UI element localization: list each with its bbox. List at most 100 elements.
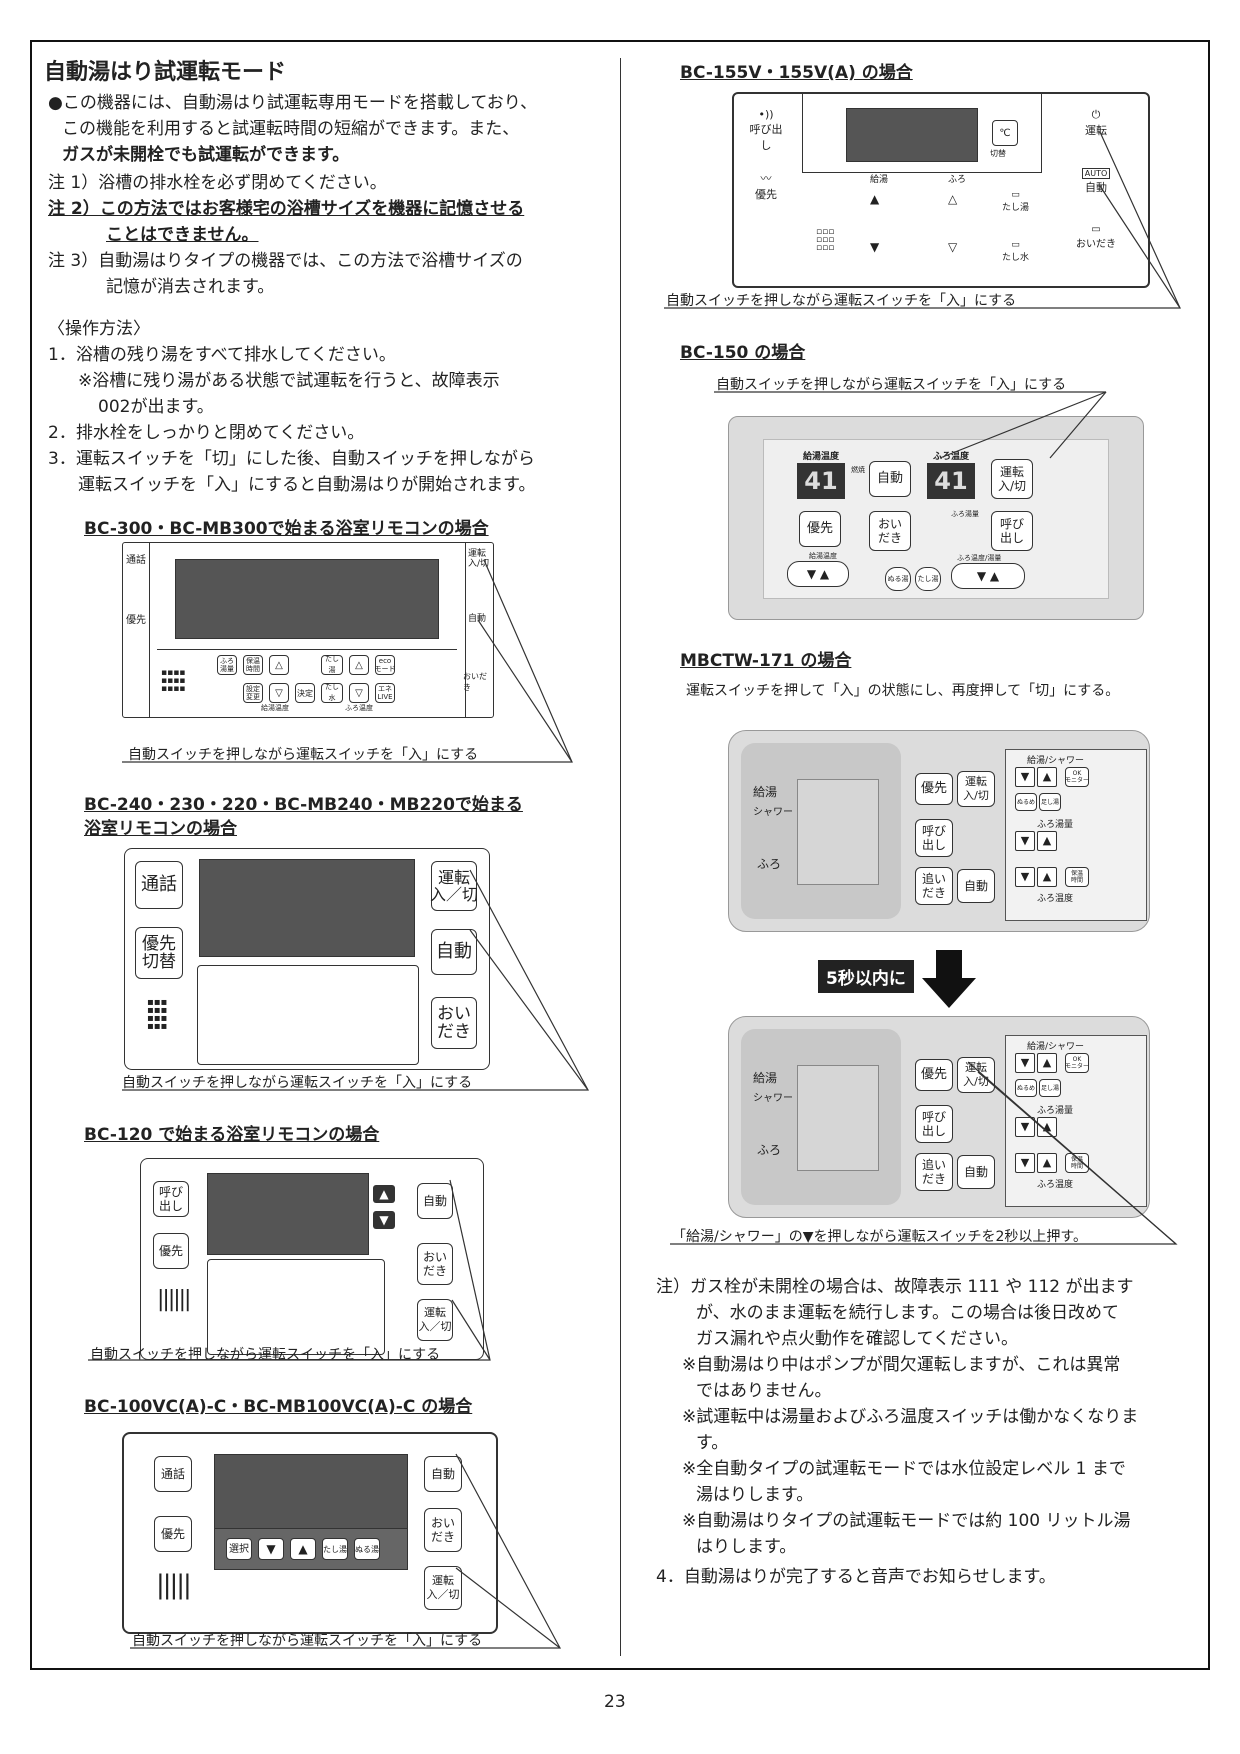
call-button[interactable]: 呼び 出し (915, 1105, 953, 1143)
key-enelive[interactable]: エネ LIVE (375, 683, 395, 703)
priority-button[interactable]: 優先 (915, 773, 953, 805)
furo-up[interactable]: △ (948, 192, 958, 206)
key-tashimizu[interactable]: たし水 (321, 683, 343, 703)
oidaki-button[interactable]: ▭おいだき (1076, 224, 1116, 250)
furo-temp-up-button[interactable]: ▲ (1037, 867, 1057, 887)
key-down[interactable]: ▼ (258, 1538, 284, 1560)
key-select[interactable]: 選択 (226, 1538, 252, 1560)
auto-switch[interactable]: 自動 (468, 614, 487, 624)
kyuto-up-button[interactable]: ▲ (1037, 767, 1057, 787)
furo-down[interactable]: ▽ (948, 240, 958, 254)
furo-temp-up-button[interactable]: ▲ (1037, 1153, 1057, 1173)
auto-switch[interactable]: 自動 (957, 869, 995, 903)
run-switch[interactable]: 運転 入/切 (468, 549, 490, 569)
oidaki-button[interactable]: おい だき (869, 511, 911, 551)
ok-monitor-button[interactable]: OK モニター (1065, 767, 1089, 787)
oidaki-button[interactable]: 追い だき (915, 867, 953, 905)
kyuto-temp-rocker[interactable]: ▼ ▲ (787, 561, 849, 587)
priority-button[interactable]: 優先 (915, 1059, 953, 1091)
key-down-2[interactable]: ▽ (349, 683, 369, 703)
kyuto-up-button[interactable]: ▲ (1037, 1053, 1057, 1073)
up-arrow-button[interactable]: ▲ (373, 1185, 395, 1203)
ok-monitor-button[interactable]: OK モニター (1065, 1053, 1089, 1073)
key-eco[interactable]: eco モード (374, 655, 396, 675)
call-button[interactable]: •))呼び出し (749, 108, 783, 152)
priority-button[interactable]: 優先 切替 (135, 927, 183, 979)
priority-button[interactable]: 優先 (154, 1516, 192, 1552)
oidaki-button[interactable]: おいだき (463, 672, 487, 692)
furo-temp-rocker[interactable]: ▼ ▲ (951, 563, 1025, 589)
run-switch[interactable]: 運転 入/切 (957, 771, 995, 807)
auto-switch[interactable]: 自動 (957, 1155, 995, 1189)
yuryo-down-button[interactable]: ▼ (1015, 831, 1035, 851)
key-tashiyu[interactable]: たし湯 (322, 1538, 348, 1560)
tashiyu-button[interactable]: たし湯 (915, 567, 941, 591)
section-title: BC-150 の場合 (680, 343, 806, 363)
caption: 自動スイッチを押しながら運転スイッチを「入」にする (716, 377, 1067, 393)
key-hoon-jikan[interactable]: 保温 時間 (243, 655, 263, 675)
nuruyu-button[interactable]: ぬるめ (1015, 793, 1037, 811)
run-switch[interactable]: 運転 入／切 (417, 1299, 453, 1341)
call-button[interactable]: 呼び 出し (991, 511, 1033, 551)
run-switch[interactable]: ⏻運転 (1085, 108, 1107, 137)
priority-button[interactable]: 優先 (799, 511, 841, 547)
kyuto-down-button[interactable]: ▼ (1015, 767, 1035, 787)
furo-label: ふろ (757, 857, 782, 871)
priority-button[interactable]: 〰優先 (755, 172, 777, 201)
call-button[interactable]: 通話 (126, 555, 146, 566)
step-line: 002が出ます。 (98, 397, 214, 417)
key-nuruyu[interactable]: ぬる湯 (354, 1538, 380, 1560)
yuryo-down-button[interactable]: ▼ (1015, 1117, 1035, 1137)
key-up[interactable]: ▲ (290, 1538, 316, 1560)
key-up-2[interactable]: △ (349, 655, 369, 675)
remote-bc300: 通話 優先 運転 入/切 自動 おいだき ▪▪▪▪▪▪▪▪▪▪▪▪ ふろ 湯量 … (122, 542, 494, 718)
down-arrow-button[interactable]: ▼ (373, 1211, 395, 1229)
oidaki-button[interactable]: おい だき (424, 1508, 462, 1552)
kyuto-down-button[interactable]: ▼ (1015, 1053, 1035, 1073)
key-up[interactable]: △ (269, 655, 289, 675)
run-switch[interactable]: 運転 入/切 (991, 459, 1033, 499)
key-kettei[interactable]: 決定 (295, 683, 315, 703)
caption: 運転スイッチを押して「入」の状態にし、再度押して「切」にする。 (686, 683, 1120, 699)
hoon-button[interactable]: 保温 時間 (1065, 867, 1089, 887)
auto-switch[interactable]: 自動 (417, 1183, 453, 1219)
nuruyu-button[interactable]: ぬる湯 (885, 567, 911, 591)
key-tashiyu[interactable]: たし湯 (321, 655, 343, 675)
tashimizu-button[interactable]: ▭たし水 (1002, 240, 1030, 263)
priority-button[interactable]: 優先 (126, 615, 146, 626)
call-button[interactable]: 通話 (135, 861, 183, 909)
key-down[interactable]: ▽ (269, 683, 289, 703)
key-furo-yuryo[interactable]: ふろ 湯量 (217, 655, 237, 675)
furo-temp-down-button[interactable]: ▼ (1015, 1153, 1035, 1173)
oidaki-button[interactable]: 追い だき (915, 1153, 953, 1191)
temp-switch-icon[interactable]: ℃ (992, 120, 1018, 146)
furo-temp-down-button[interactable]: ▼ (1015, 867, 1035, 887)
run-switch[interactable]: 運転 入／切 (430, 861, 478, 911)
call-button[interactable]: 呼び 出し (153, 1181, 189, 1217)
group-furo-temp: ふろ温度 (1037, 894, 1074, 904)
yuryo-up-button[interactable]: ▲ (1037, 1117, 1057, 1137)
priority-button[interactable]: 優先 (153, 1233, 189, 1269)
call-button[interactable]: 通話 (154, 1456, 192, 1492)
run-switch[interactable]: 運転 入／切 (424, 1566, 462, 1610)
call-button[interactable]: 呼び 出し (915, 819, 953, 857)
kyuto-down[interactable]: ▼ (870, 240, 880, 254)
furo-set-label: ふろ温度/湯量 (957, 554, 1002, 562)
auto-switch[interactable]: 自動 (424, 1456, 462, 1492)
tashiyu-button[interactable]: 足し湯 (1039, 1079, 1061, 1097)
auto-switch[interactable]: 自動 (869, 461, 911, 497)
kyuto-up[interactable]: ▲ (870, 192, 880, 206)
tashiyu-button[interactable]: 足し湯 (1039, 793, 1061, 811)
auto-switch[interactable]: 自動 (431, 929, 477, 975)
yuryo-up-button[interactable]: ▲ (1037, 831, 1057, 851)
nuruyu-button[interactable]: ぬるめ (1015, 1079, 1037, 1097)
hoon-button[interactable]: 保温 時間 (1065, 1153, 1089, 1173)
tashiyu-button[interactable]: ▭たし湯 (1002, 190, 1030, 213)
section-title: BC-120 で始まる浴室リモコンの場合 (84, 1125, 380, 1145)
key-settei[interactable]: 設定 変更 (243, 683, 263, 703)
oidaki-button[interactable]: おい だき (417, 1243, 453, 1285)
run-switch[interactable]: 運転 入/切 (957, 1057, 995, 1093)
group-kyuto-shower: 給湯/シャワー (1027, 1042, 1085, 1052)
oidaki-button[interactable]: おい だき (431, 997, 477, 1049)
